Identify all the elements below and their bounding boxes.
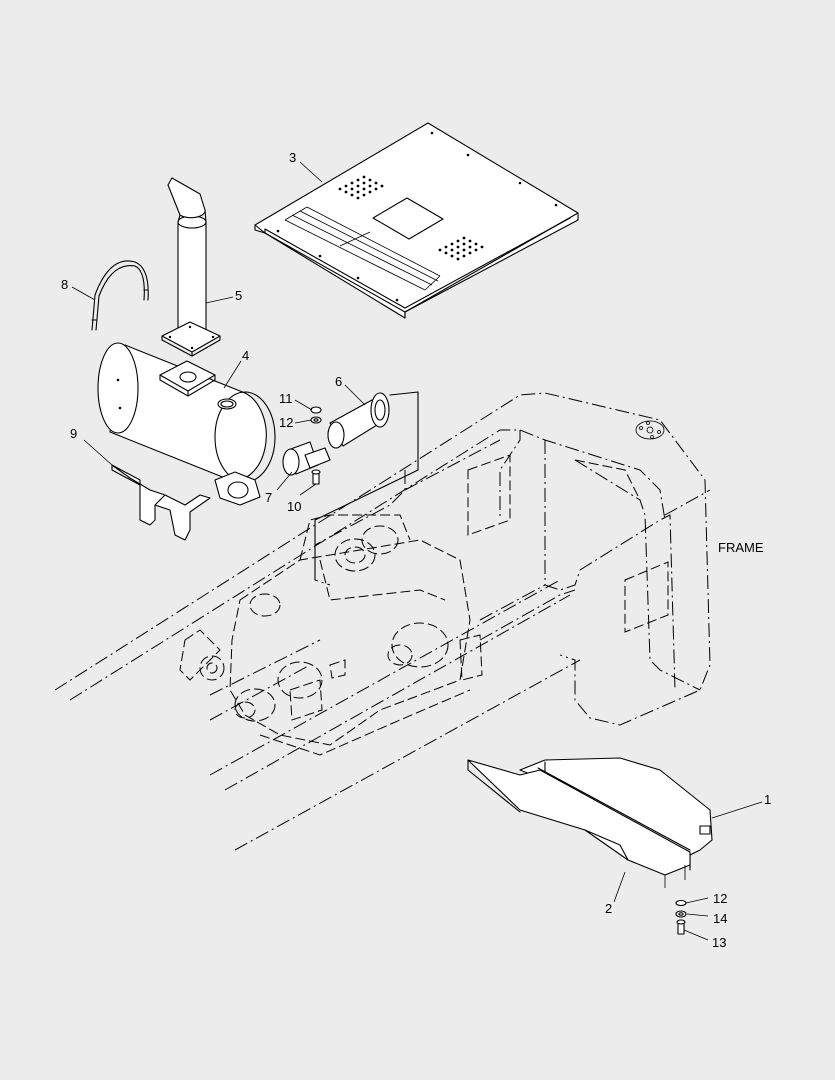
callout-11: 11 (279, 391, 293, 406)
part-6-exhaust-elbow (314, 391, 419, 581)
callout-7: 7 (265, 490, 272, 505)
callout-8: 8 (61, 277, 68, 292)
callout-12-upper: 12 (279, 415, 293, 430)
part-4-muffler (97, 342, 276, 506)
callout-labels: 1 2 3 4 5 6 7 8 9 10 11 12 12 13 14 (61, 150, 771, 950)
part-5-exhaust-stack (161, 177, 221, 357)
part-7-clamp (282, 441, 331, 476)
callout-9: 9 (70, 426, 77, 441)
part-9-bracket (111, 464, 211, 541)
callout-5: 5 (235, 288, 242, 303)
callout-10: 10 (287, 499, 301, 514)
part-2-belly-pan (467, 759, 691, 888)
callout-1: 1 (764, 792, 771, 807)
callout-14: 14 (713, 911, 727, 926)
callout-2: 2 (605, 901, 612, 916)
leader-lines (71, 161, 763, 941)
engine-phantom (179, 514, 483, 756)
callout-12-lower: 12 (713, 891, 727, 906)
callout-6: 6 (335, 374, 342, 389)
frame-label: FRAME (718, 540, 764, 555)
callout-13: 13 (712, 935, 726, 950)
hardware-12-13-14 (675, 899, 687, 935)
hardware-10-12 (310, 406, 322, 485)
callout-3: 3 (289, 150, 296, 165)
frame-outline (54, 392, 711, 851)
part-3-cover-panel (254, 122, 579, 319)
part-8-bent-pipe (91, 260, 149, 331)
callout-4: 4 (242, 348, 249, 363)
